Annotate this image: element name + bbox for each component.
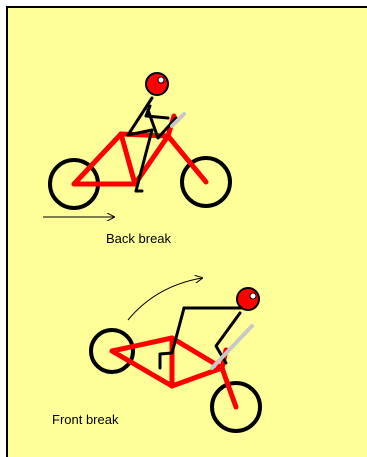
bike-back-brake bbox=[43, 73, 230, 217]
tip-arrow bbox=[128, 278, 202, 320]
front-brake-caption: Front break bbox=[52, 412, 118, 427]
head bbox=[237, 288, 259, 310]
eye bbox=[250, 293, 256, 299]
head bbox=[146, 73, 168, 95]
back-brake-caption: Back break bbox=[106, 231, 171, 246]
bike-diagram bbox=[8, 8, 367, 457]
diagram-canvas: Back break Front break bbox=[6, 6, 367, 457]
bike-front-brake bbox=[91, 278, 260, 431]
eye bbox=[158, 77, 164, 83]
